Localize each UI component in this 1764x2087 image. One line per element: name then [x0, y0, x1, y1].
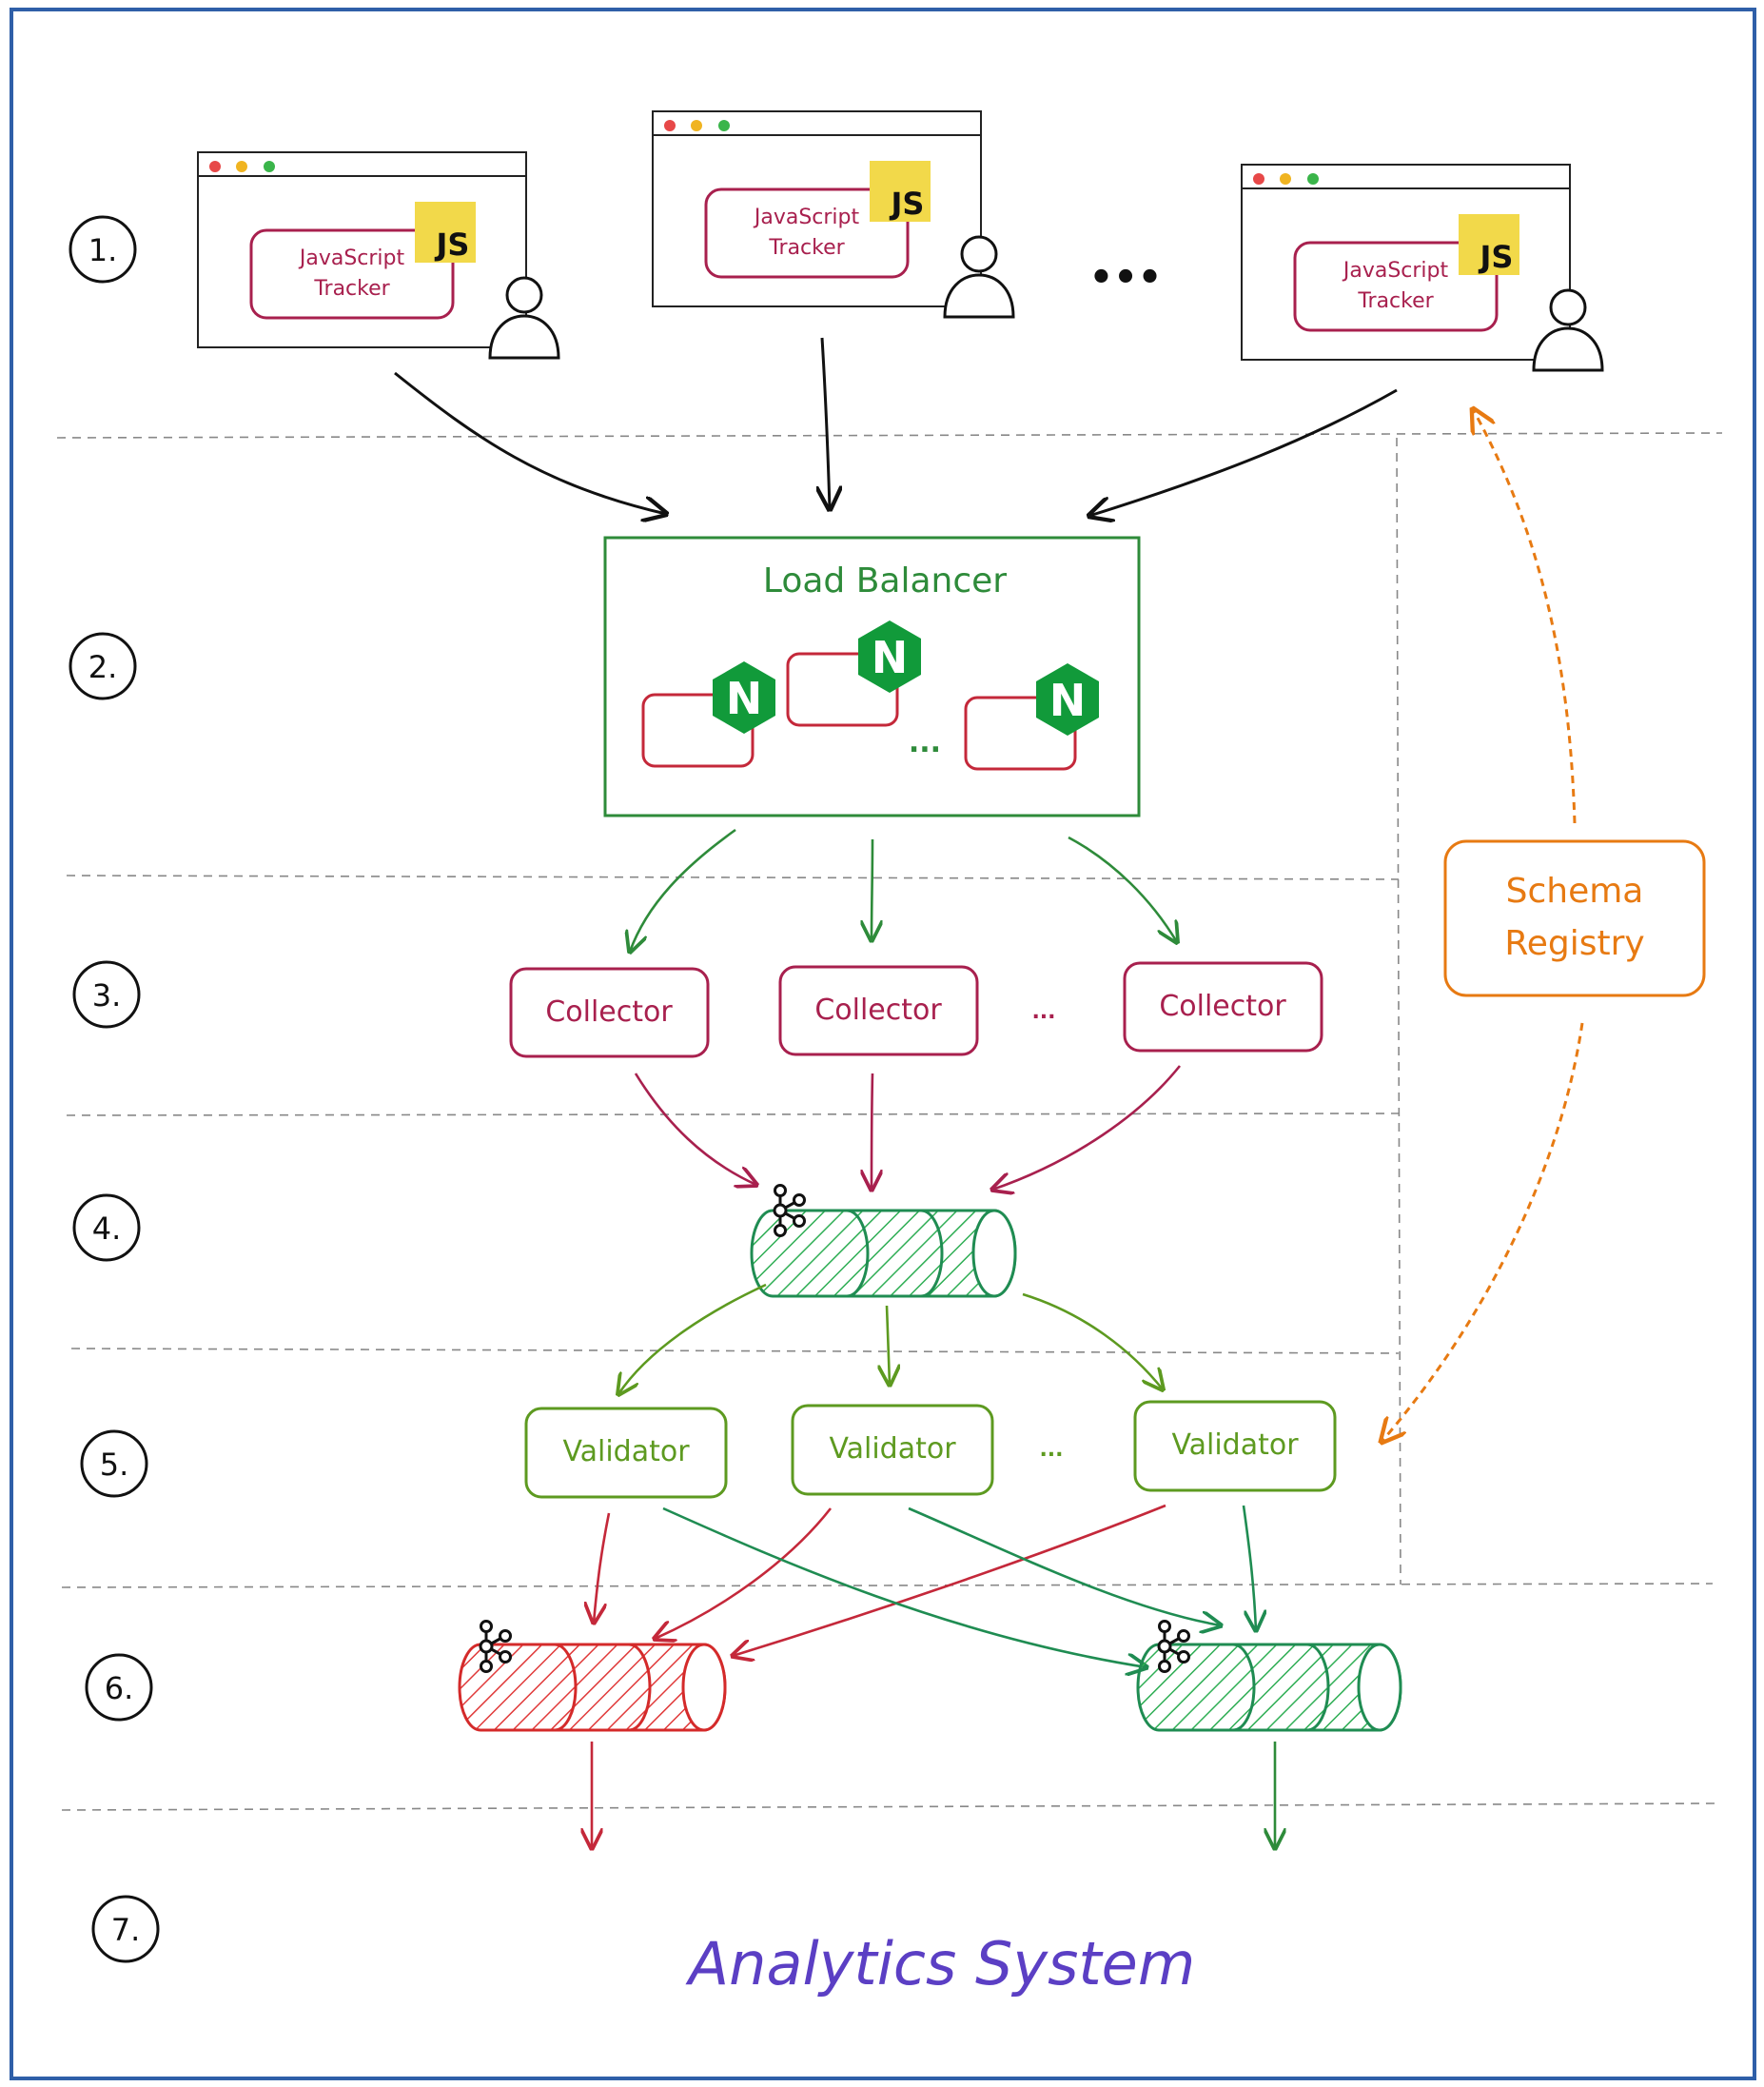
browser-window-3: JavaScript Tracker JS [1240, 163, 1604, 372]
browser-window-1: JavaScript Tracker JS [196, 150, 560, 360]
collector-2-label: Collector [814, 994, 942, 1027]
step-6-label: 6. [105, 1670, 134, 1706]
tracker-3-line2: Tracker [1357, 289, 1434, 313]
lb-node-2 [786, 652, 899, 727]
schema-registry-line2: Registry [1504, 924, 1644, 963]
schema-registry-line1: Schema [1506, 872, 1644, 911]
stage-separators [56, 432, 1723, 1811]
bad-events-topic [458, 1620, 727, 1732]
arrows-to-analytics [592, 1742, 1275, 1848]
collector-ellipsis: ... [1031, 1000, 1055, 1024]
validator-3: Validator [1133, 1400, 1337, 1492]
js-badge-2: JS [890, 186, 925, 222]
collector-3-label: Collector [1159, 990, 1286, 1023]
collectors: Collector Collector ... Collector [509, 961, 1323, 1058]
nginx-icon: N [713, 661, 775, 734]
nginx-glyph-2: N [872, 632, 909, 683]
validators: Validator Validator ... Validator [524, 1400, 1337, 1499]
js-badge-3: JS [1479, 239, 1514, 275]
tracker-2-line1: JavaScript [753, 206, 860, 229]
collector-1: Collector [509, 967, 710, 1058]
tracker-3-line1: JavaScript [1342, 259, 1449, 283]
lb-node-1 [641, 693, 755, 768]
step-4-label: 4. [92, 1211, 122, 1247]
js-logo-icon [1459, 214, 1519, 275]
step-5: 5. [80, 1429, 148, 1498]
validator-1-label: Validator [562, 1435, 690, 1468]
step-5-label: 5. [100, 1447, 129, 1483]
analytics-system-label: Analytics System [685, 1929, 1195, 1998]
arrows-to-validators [618, 1283, 1163, 1394]
step-7-label: 7. [111, 1912, 141, 1948]
nginx-glyph-3: N [1049, 675, 1087, 726]
tracker-1-line2: Tracker [313, 277, 390, 301]
nginx-glyph-1: N [726, 673, 763, 724]
outer-frame [10, 8, 1756, 2080]
lb-node-3 [964, 696, 1077, 771]
step-2-label: 2. [88, 649, 118, 685]
validator-3-label: Validator [1171, 1428, 1299, 1462]
step-markers: 1. 2. 3. 4. 5. 6. 7. [69, 215, 160, 1963]
js-badge-1: JS [435, 226, 470, 263]
collector-1-label: Collector [545, 995, 673, 1029]
browser-ellipsis: ••• [1089, 256, 1163, 300]
step-6: 6. [85, 1653, 153, 1722]
validator-2-label: Validator [829, 1432, 956, 1466]
step-1: 1. [69, 215, 137, 284]
arrows-to-load-balancer [394, 337, 1398, 516]
arrows-to-good-topic [662, 1505, 1256, 1667]
load-balancer: Load Balancer N N ... N [603, 536, 1141, 817]
step-7: 7. [91, 1895, 160, 1963]
validator-2: Validator [791, 1404, 994, 1496]
arrows-to-raw-topic [634, 1065, 1182, 1190]
nginx-icon: N [1036, 663, 1099, 736]
lb-ellipsis: ... [909, 726, 941, 759]
validator-1: Validator [524, 1407, 728, 1499]
validator-ellipsis: ... [1039, 1438, 1063, 1462]
step-3-label: 3. [92, 977, 122, 1014]
collector-2: Collector [778, 965, 979, 1056]
raw-events-topic [750, 1184, 1017, 1298]
step-2: 2. [69, 632, 137, 700]
tracker-1-line1: JavaScript [298, 246, 405, 270]
nginx-icon: N [858, 620, 921, 693]
tracker-2-line2: Tracker [768, 236, 845, 260]
arrows-to-collectors [630, 828, 1177, 952]
schema-registry: Schema Registry [1443, 839, 1706, 997]
step-4: 4. [72, 1193, 141, 1262]
browser-window-2: JavaScript Tracker JS [651, 109, 1015, 319]
step-3: 3. [72, 960, 141, 1029]
arrows-to-bad-topic [594, 1504, 1166, 1656]
step-1-label: 1. [88, 232, 118, 268]
js-logo-icon [870, 161, 931, 222]
load-balancer-title: Load Balancer [763, 561, 1007, 601]
js-logo-icon [415, 202, 476, 263]
schema-registry-links [1382, 409, 1584, 1442]
collector-3: Collector [1123, 961, 1323, 1053]
good-events-topic [1136, 1620, 1402, 1732]
